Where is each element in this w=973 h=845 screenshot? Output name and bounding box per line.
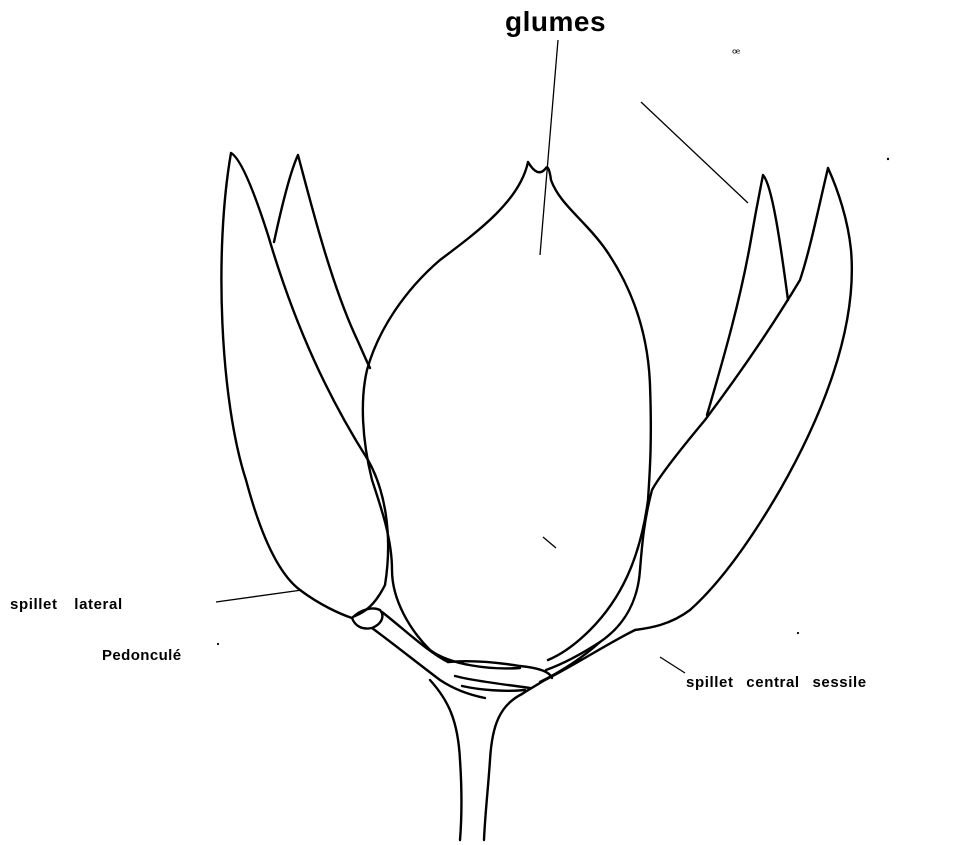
- spikelet-central-leader-line: [660, 657, 685, 673]
- left-inner-glume: [274, 155, 370, 368]
- speck-1: [887, 158, 889, 160]
- right-outer-glume: [546, 168, 852, 670]
- glumes-leader-line: [540, 40, 558, 255]
- center-mark: [543, 537, 556, 548]
- speck-3: [217, 643, 219, 645]
- spikelet-lateral-leader-line: [216, 590, 302, 602]
- stray-mark: ꟹ: [732, 46, 740, 62]
- lateral-pedicel: [352, 608, 485, 698]
- pedoncule-label: Pedonculé: [102, 647, 181, 664]
- speck-2: [797, 632, 799, 634]
- spikelet-lateral-label: spillet lateral: [10, 596, 123, 613]
- glumes-label: glumes: [505, 6, 606, 38]
- spikelet-central-sessile-label: spillet central sessile: [686, 674, 867, 691]
- central-spikelet-body: [363, 162, 651, 668]
- glumes-right-leader-line: [641, 102, 748, 203]
- right-inner-glume: [707, 175, 788, 415]
- peduncle-stem: [430, 680, 522, 840]
